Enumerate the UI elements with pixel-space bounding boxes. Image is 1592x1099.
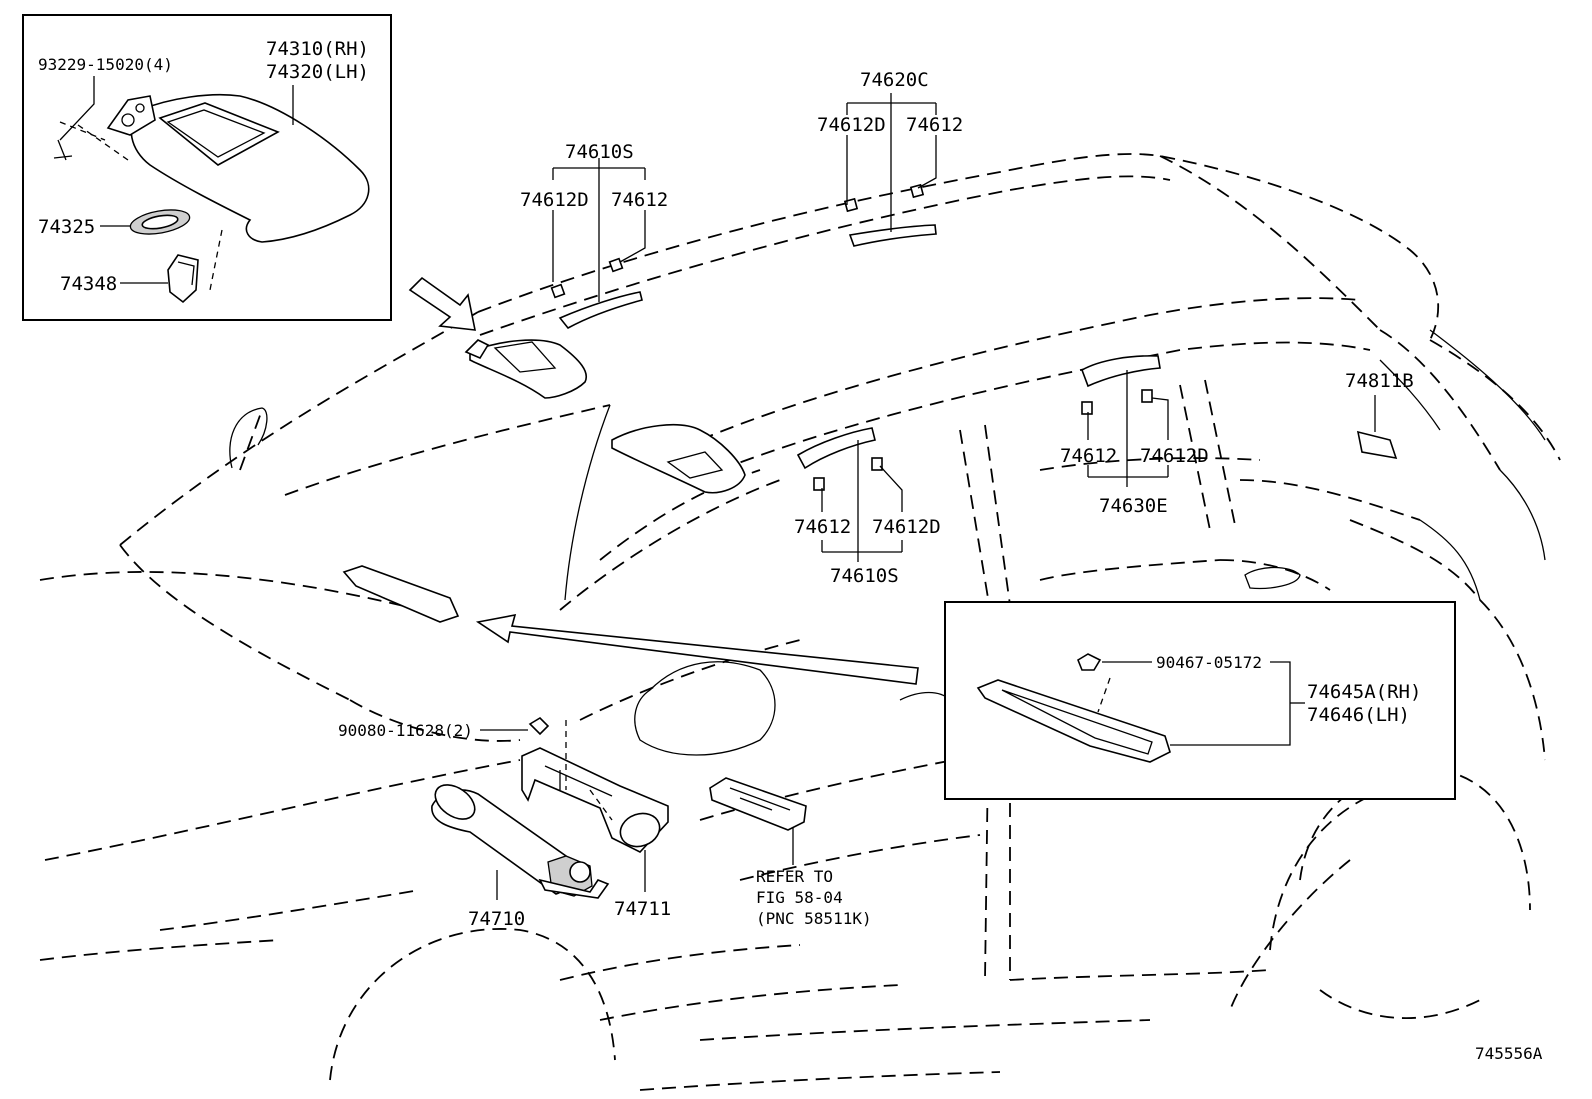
sun-visor-passenger [611, 424, 746, 494]
part-labels: 93229-15020(4) 74310(RH) 74320(LH) 74325… [38, 38, 1543, 1063]
label-90080-11628: 90080-11628(2) [338, 721, 473, 740]
refer-line-1: REFER TO [756, 867, 833, 886]
refer-line-2: FIG 58-04 [756, 888, 843, 907]
label-74612-top: 74612 [906, 114, 963, 136]
label-74711: 74711 [614, 898, 671, 920]
sun-visor-driver [464, 339, 587, 399]
label-74348: 74348 [60, 273, 117, 295]
label-74320-lh: 74320(LH) [266, 61, 369, 83]
label-74612d-upper: 74612D [520, 189, 589, 211]
direction-arrows [408, 276, 919, 685]
dome-lamp-rear [1356, 430, 1398, 460]
label-74710: 74710 [468, 908, 525, 930]
label-74646-lh: 74646(LH) [1307, 704, 1410, 726]
label-74645a-rh: 74645A(RH) [1307, 681, 1421, 703]
label-74612d-top: 74612D [817, 114, 886, 136]
label-74610s-lower: 74610S [830, 565, 899, 587]
label-74310-rh: 74310(RH) [266, 38, 369, 60]
label-74610s-upper: 74610S [565, 141, 634, 163]
assist-grip-rear-left [796, 427, 883, 491]
label-93229-15020: 93229-15020(4) [38, 55, 173, 74]
label-74612d-rear: 74612D [1140, 445, 1209, 467]
label-74612d-lower: 74612D [872, 516, 941, 538]
label-74811b: 74811B [1345, 370, 1414, 392]
cargo-cover-74710 [431, 784, 610, 899]
label-74612-lower: 74612 [794, 516, 851, 538]
label-74325: 74325 [38, 216, 95, 238]
label-74620c: 74620C [860, 69, 929, 91]
trim-detail-inset [944, 601, 1456, 800]
refer-line-3: (PNC 58511K) [756, 909, 872, 928]
label-74612-rear: 74612 [1060, 445, 1117, 467]
label-74612-upper: 74612 [611, 189, 668, 211]
label-74630e: 74630E [1099, 495, 1168, 517]
label-90467-05172: 90467-05172 [1156, 653, 1262, 672]
leader-lines [480, 93, 1376, 900]
cover-bracket-74711 [521, 716, 669, 853]
assist-grip-rear-right [1081, 355, 1161, 415]
figure-id: 745556A [1475, 1044, 1543, 1063]
assist-grip-front-left [550, 257, 643, 330]
assist-grip-front-right [843, 183, 937, 247]
headliner-trim [342, 565, 460, 623]
vehicle-solid-lines [229, 329, 1546, 756]
visor-detail-inset [22, 14, 392, 321]
referenced-part-58511k [709, 777, 807, 831]
